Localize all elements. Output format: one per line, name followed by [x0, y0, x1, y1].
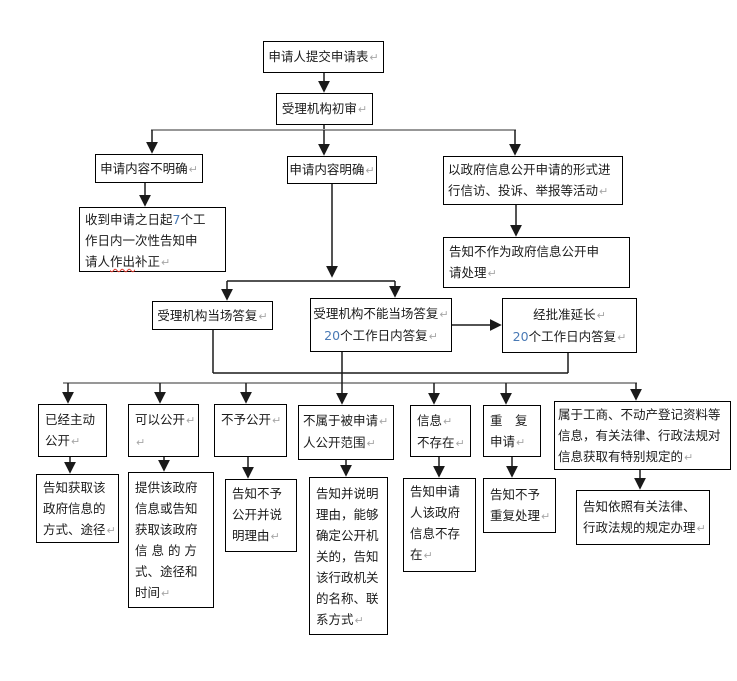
box-extend-20-days: 经批准延长↵20个工作日内答复↵	[502, 298, 637, 353]
box-complaint-as-request: 以政府信息公开申请的形式进行信访、投诉、举报等活动↵	[443, 156, 623, 205]
box-content-clear: 申请内容明确↵	[287, 156, 377, 184]
box-notify-correction-7days: 收到申请之日起7个工作日内一次性告知申请人作出补正↵	[79, 207, 226, 272]
box-outside-scope: 不属于被申请↵人公开范围↵	[298, 405, 394, 460]
box-reply-within-20-days: 受理机构不能当场答复↵20个工作日内答复↵	[310, 298, 452, 352]
box-content-unclear: 申请内容不明确↵	[95, 154, 203, 183]
box-applicant-submit-form: 申请人提交申请表↵	[263, 41, 384, 73]
box-already-disclosed: 已经主动公开↵	[38, 404, 107, 457]
box-notify-access-method: 告知获取该政府信息的方式、途径↵	[36, 474, 119, 543]
box-notify-no-repeat-handling: 告知不予重复处理↵	[483, 478, 556, 533]
box-not-disclosed: 不予公开↵	[214, 404, 287, 457]
box-may-disclose: 可以公开↵↵	[128, 404, 199, 457]
box-agency-initial-review: 受理机构初审↵	[276, 93, 373, 125]
box-notify-refusal-reason: 告知不予公开并说明理由↵	[225, 479, 297, 552]
box-not-treated-as-request: 告知不作为政府信息公开申请处理↵	[443, 237, 630, 288]
box-provide-info-or-notify: 提供该政府信息或告知获取该政府信 息 的 方式、途径和时间↵	[128, 472, 214, 608]
box-repeated-request: 重 复申请↵	[483, 405, 541, 457]
box-notify-not-exist: 告知申请人该政府信息不存在↵	[403, 478, 476, 572]
box-notify-responsible-agency: 告知并说明理由，能够确定公开机关的，告知该行政机关的名称、联系方式↵	[309, 477, 388, 635]
box-info-not-exist: 信息↵不存在↵	[410, 405, 471, 457]
box-reply-on-spot: 受理机构当场答复↵	[152, 301, 273, 330]
box-notify-per-laws: 告知依照有关法律、行政法规的规定办理↵	[576, 490, 710, 545]
box-special-regulated-info: 属于工商、不动产登记资料等信息，有关法律、行政法规对信息获取有特别规定的↵	[554, 401, 731, 470]
